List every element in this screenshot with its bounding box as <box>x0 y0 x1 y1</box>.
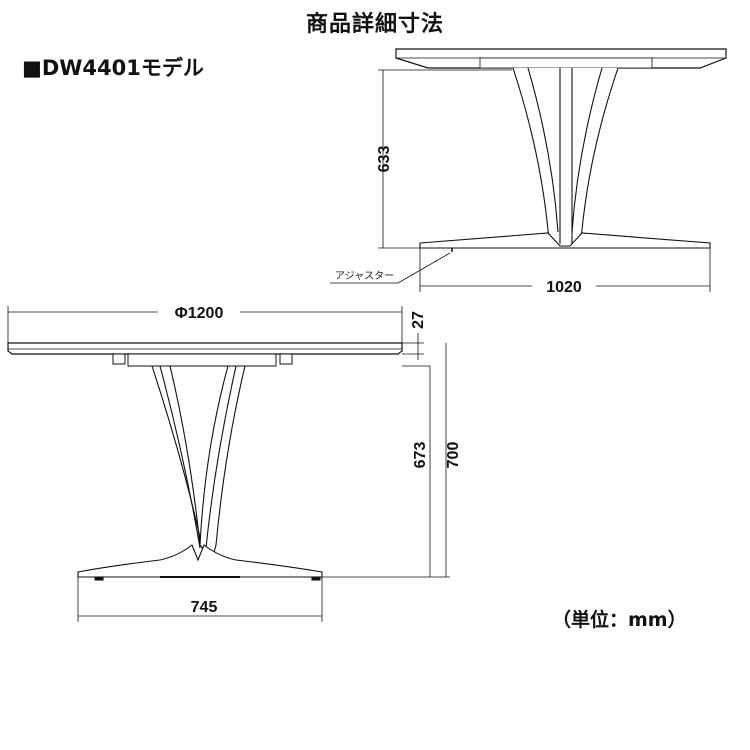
side-view <box>330 48 727 292</box>
front-base <box>77 544 323 581</box>
adjuster-label: アジャスター <box>335 270 394 282</box>
side-height-value: 633 <box>376 146 393 173</box>
front-leg-height-value: 673 <box>412 442 429 469</box>
front-total-height-value: 700 <box>445 442 462 469</box>
front-tabletop <box>7 342 403 367</box>
front-thickness-dimension <box>402 333 424 360</box>
front-view <box>7 306 450 622</box>
unit-note: （単位：mm） <box>552 609 687 631</box>
side-base <box>419 232 711 252</box>
front-base-width-value: 745 <box>191 599 218 616</box>
side-column <box>512 67 619 247</box>
front-legs <box>151 365 246 562</box>
side-tabletop <box>395 48 727 69</box>
front-height-dimension <box>322 343 450 578</box>
adjuster-leader <box>330 252 451 284</box>
front-diameter-value: Φ1200 <box>175 305 224 322</box>
front-thickness-value: 27 <box>410 311 427 329</box>
front-width-dimension <box>77 577 323 622</box>
side-base-width-value: 1020 <box>546 279 582 296</box>
page-title: 商品詳細寸法 <box>305 12 444 37</box>
front-diameter-dimension <box>7 306 403 343</box>
model-label: ■DW4401モデル <box>22 56 204 80</box>
side-height-dimension <box>378 69 512 249</box>
